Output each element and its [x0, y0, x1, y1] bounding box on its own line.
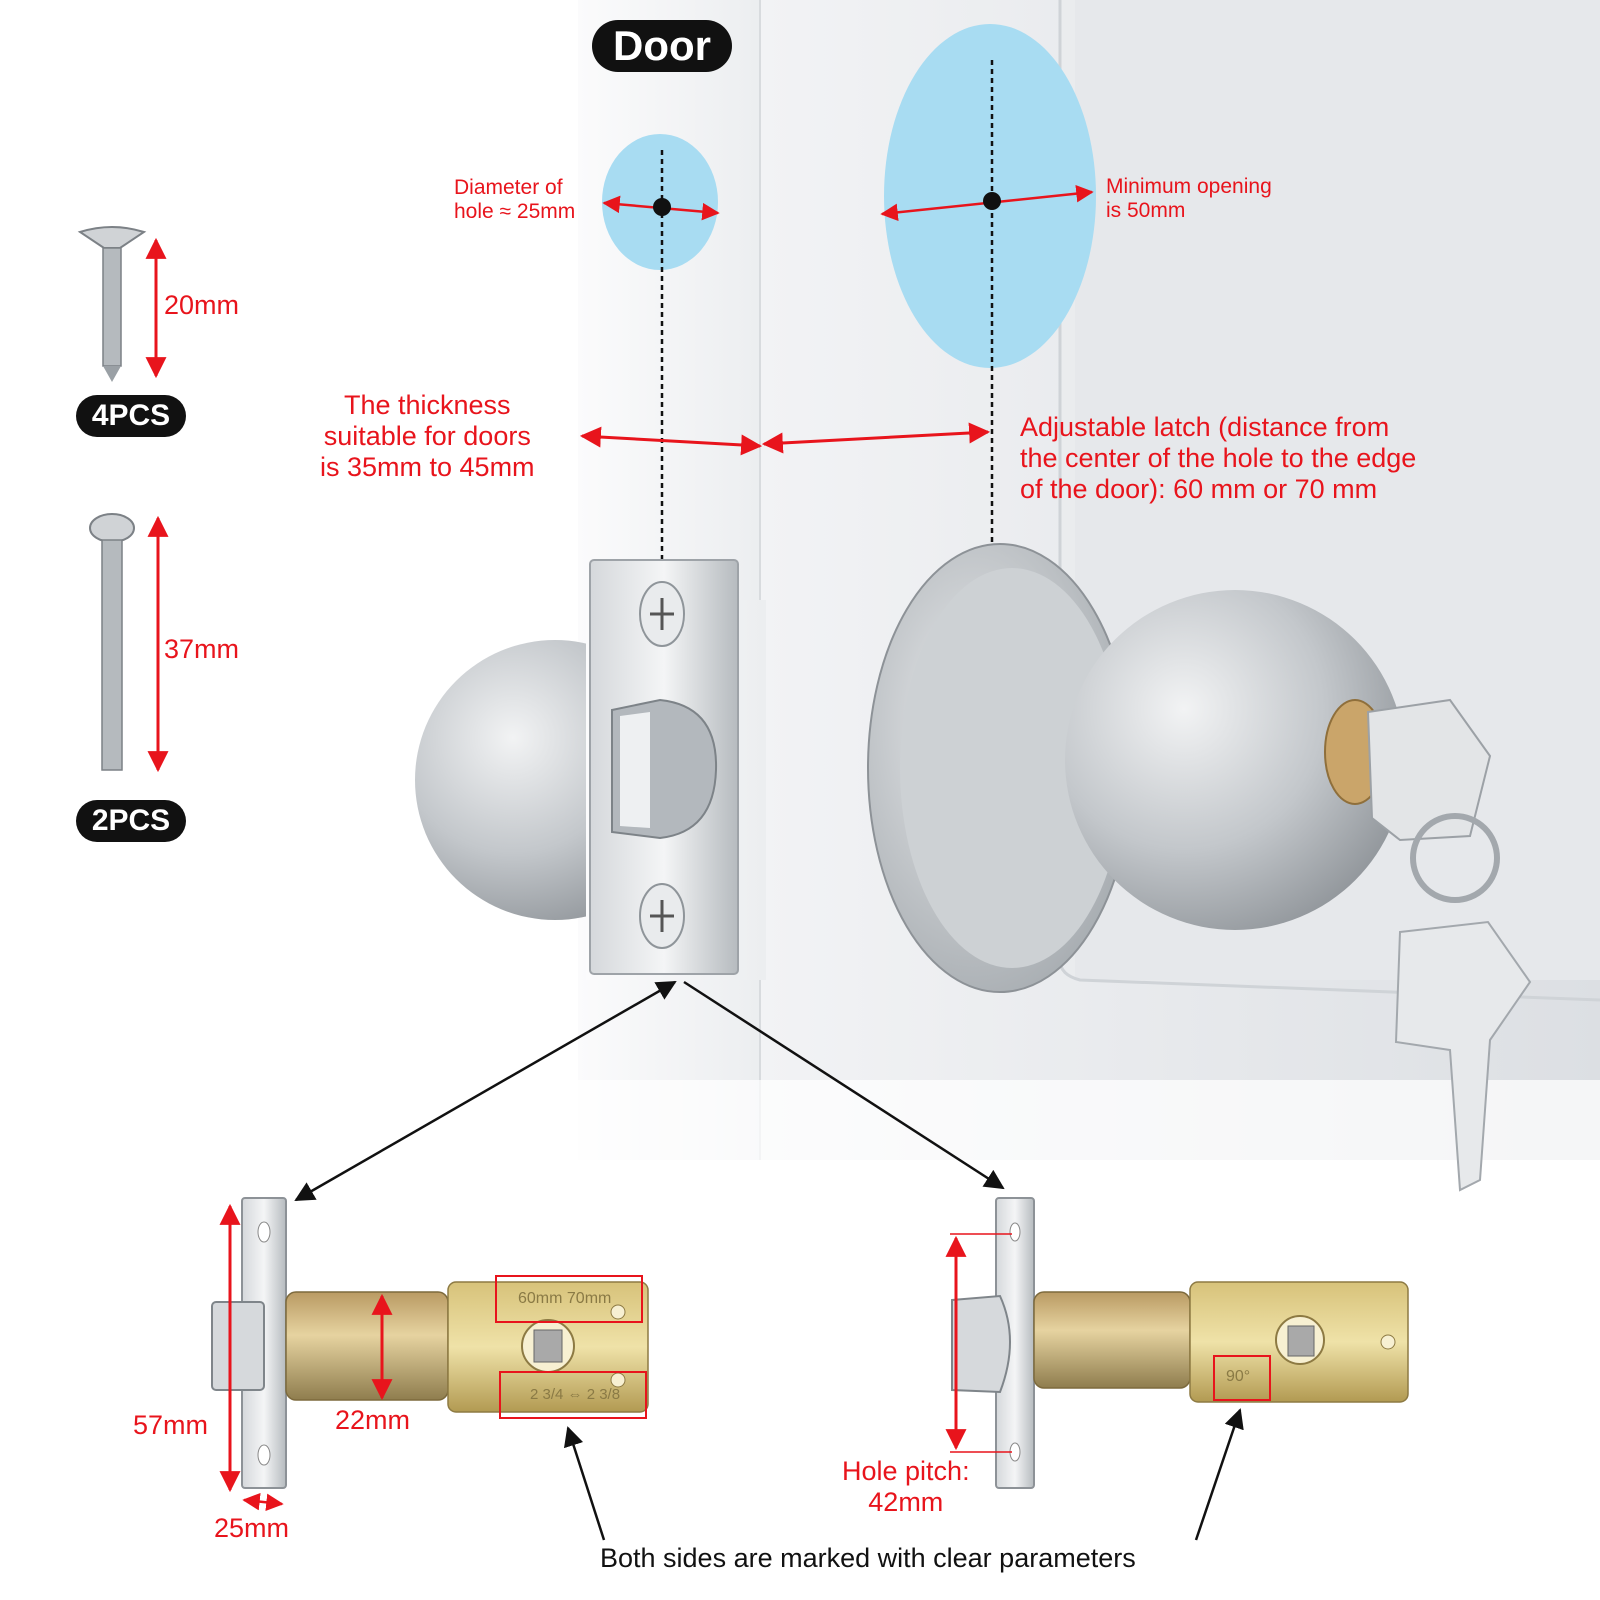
screw-cross-top — [650, 598, 674, 630]
pointer-arrow-left — [294, 980, 677, 1202]
screw-short-qty: 4PCS — [76, 395, 186, 437]
latch-right-barrel — [1033, 1291, 1191, 1389]
right-knob-ball — [1065, 590, 1405, 930]
latch-right-spindle — [1287, 1325, 1315, 1357]
door — [560, 0, 1600, 1200]
small-hole-label: Diameter of hole ≈ 25mm — [454, 176, 576, 224]
large-hole-label: Minimum opening is 50mm — [1106, 175, 1272, 223]
screw-short-tip — [103, 366, 121, 382]
screw-long — [89, 513, 169, 773]
screw-short-shank — [102, 247, 122, 367]
latch-left-width-arrow — [242, 1492, 284, 1512]
latch-right — [945, 1197, 1409, 1489]
latch-left-bolt — [211, 1301, 265, 1391]
footer-caption: Both sides are marked with clear paramet… — [600, 1543, 1136, 1573]
hole-diagrams — [602, 24, 1096, 775]
latch-faceplate — [589, 559, 739, 975]
screw-cross-bottom — [650, 900, 674, 932]
screw-long-head — [89, 513, 135, 543]
screw-long-length: 37mm — [164, 634, 240, 664]
latch-left-marking-top-box — [495, 1275, 643, 1323]
backset-arrow — [761, 422, 991, 454]
door-label: Door — [592, 20, 732, 72]
screw-short-length: 20mm — [164, 290, 240, 320]
second-key — [1394, 920, 1532, 1192]
screw-long-qty: 2PCS — [76, 800, 186, 842]
latch-left-barrel-label: 22mm — [335, 1405, 411, 1435]
large-hole-center-dot — [983, 192, 1001, 210]
latch-left-width-label: 25mm — [214, 1513, 290, 1543]
screw-long-shank — [101, 539, 123, 771]
key-bow — [1366, 698, 1492, 842]
latch-left-marking-bottom-box — [499, 1371, 647, 1419]
fade-bottom — [560, 1080, 1600, 1200]
pointer-arrow-right — [683, 980, 1005, 1190]
latch-left-tab-hole-2 — [610, 1372, 626, 1388]
rose-inner — [900, 568, 1124, 968]
latch-left-plate-hole-bottom — [257, 1444, 271, 1466]
latch-bolt-highlight — [620, 712, 650, 828]
latch-adjust-label: Adjustable latch (distance from the cent… — [1020, 412, 1417, 505]
right-knob — [867, 543, 1532, 1192]
latch-left-marking-top: 60mm 70mm — [518, 1290, 612, 1307]
thickness-label: The thickness suitable for doors is 35mm… — [320, 390, 535, 483]
latch-left-tab-hole-1 — [610, 1304, 626, 1320]
footer-arrow-left — [563, 1426, 606, 1541]
latch-right-marking: 90° — [1226, 1368, 1251, 1385]
footer-arrow-right — [1194, 1408, 1244, 1541]
latch-left-spindle — [533, 1329, 563, 1363]
latch-left — [211, 1197, 649, 1512]
latch-right-marking-box — [1213, 1355, 1271, 1401]
screw-short-head — [77, 226, 147, 249]
key-ring — [1410, 813, 1500, 903]
latch-right-tab-hole — [1380, 1334, 1396, 1350]
latch-left-height-label: 57mm — [133, 1410, 209, 1440]
thickness-arrow — [579, 426, 763, 456]
screw-short — [77, 226, 167, 382]
latch-right-plate-hole-top — [1009, 1222, 1021, 1242]
latch-left-marking-bottom: 2 3/4 ⇔ 2 3/8 — [530, 1386, 621, 1403]
latch-left-barrel — [285, 1291, 449, 1401]
small-hole-center-dot — [653, 198, 671, 216]
latch-left-plate-hole-top — [257, 1221, 271, 1243]
latch-right-pitch-label: Hole pitch: 42mm — [842, 1456, 970, 1518]
latch-right-bolt — [951, 1294, 1011, 1394]
